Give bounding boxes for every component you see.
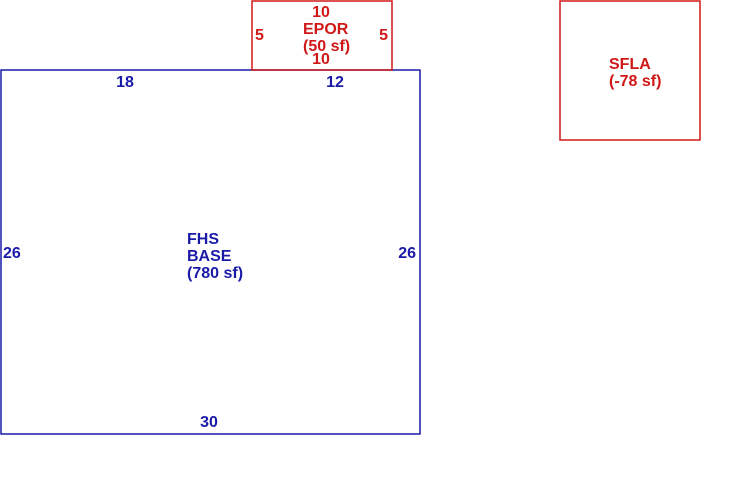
sfla-name-label: SFLA <box>609 56 651 73</box>
base-dim-top-left: 18 <box>116 74 134 91</box>
epor-name-label: EPOR <box>303 21 349 38</box>
epor-dim-bottom: 10 <box>312 51 330 68</box>
epor-dim-right: 5 <box>379 27 388 44</box>
sfla-outline <box>559 0 701 141</box>
epor-outline <box>251 0 393 71</box>
base-outline <box>0 69 421 435</box>
sfla-area-label: (-78 sf) <box>609 73 661 90</box>
base-dim-left: 26 <box>3 245 21 262</box>
base-dim-right: 26 <box>398 245 416 262</box>
base-name-label: BASE <box>187 248 232 265</box>
epor-dim-top: 10 <box>312 4 330 21</box>
base-code-label: FHS <box>187 231 219 248</box>
base-dim-bottom: 30 <box>200 414 218 431</box>
base-dim-top-right: 12 <box>326 74 344 91</box>
base-area-label: (780 sf) <box>187 265 243 282</box>
epor-dim-left: 5 <box>255 27 264 44</box>
epor-area-label: (50 sf) <box>303 38 350 55</box>
